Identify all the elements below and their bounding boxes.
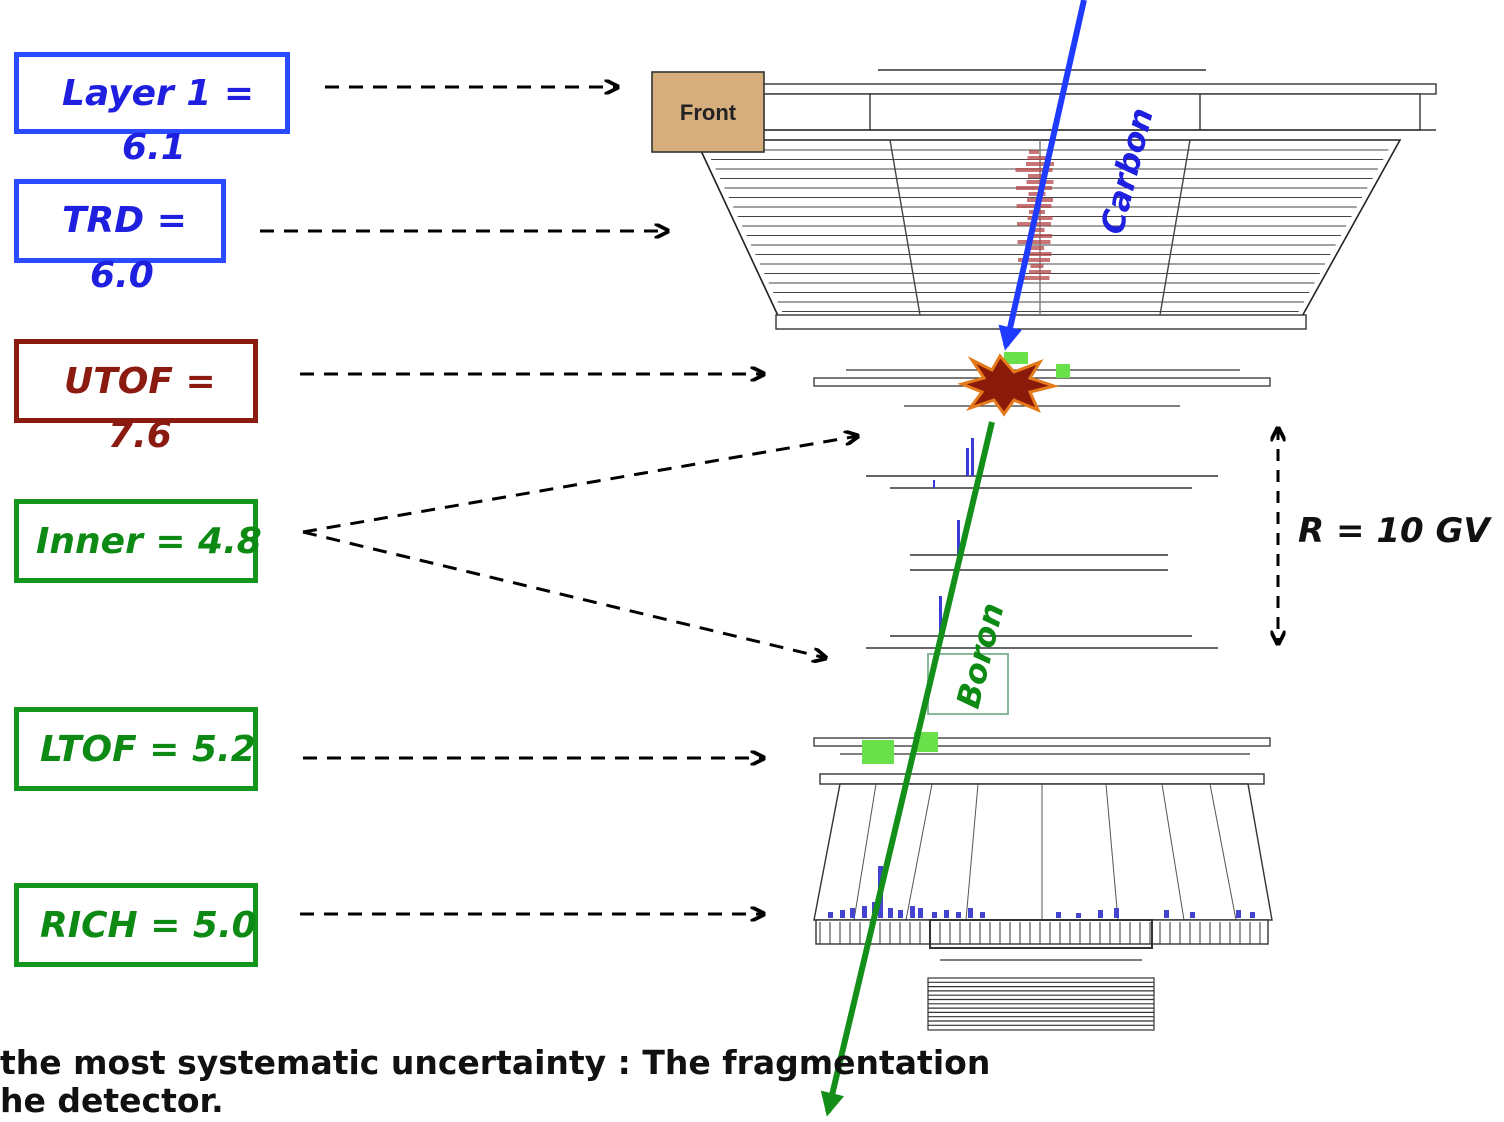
inner-arrow-upper — [302, 436, 858, 534]
inner-label: Inner = 4.8 — [36, 521, 262, 562]
trd-hit — [1018, 258, 1050, 262]
inner-arrow-lower — [302, 530, 826, 658]
rich-hit — [968, 908, 973, 918]
trd-hit — [1027, 216, 1053, 220]
inner-box — [14, 499, 258, 583]
layer1-label-line1: Layer 1 = — [62, 73, 255, 114]
trd-hit — [1029, 228, 1045, 232]
trd-label-line1: TRD = — [62, 200, 187, 241]
rigidity-label: R = 10 GV — [1298, 511, 1492, 551]
ltof-label: LTOF = 5.2 — [40, 729, 256, 770]
tracker-hits — [933, 438, 974, 636]
trd-hit — [1030, 264, 1044, 268]
carbon-track — [998, 0, 1087, 351]
trd-hit — [1015, 168, 1053, 172]
front-label: Front — [680, 100, 737, 125]
trd-hit — [1028, 174, 1046, 178]
trd-hit — [1016, 204, 1052, 208]
trd-hit — [1030, 246, 1044, 250]
caption-line1: the most systematic uncertainty : The fr… — [0, 1043, 991, 1082]
trd-hit — [1018, 276, 1050, 280]
rich-hit — [888, 908, 893, 918]
trd-detector — [661, 69, 1437, 330]
rich-hit — [932, 912, 937, 918]
trd-hit — [1028, 252, 1052, 256]
rich-detector — [813, 773, 1273, 949]
rich-hit — [910, 906, 915, 918]
front-box: Front — [651, 71, 765, 153]
trd-hit — [1028, 192, 1046, 196]
caption-line2: he detector. — [0, 1081, 224, 1120]
lower-tof — [813, 732, 1271, 764]
trd-hit — [1029, 270, 1051, 274]
pointer-arrows — [260, 87, 858, 914]
rich-hit — [1164, 910, 1169, 918]
trd-hit — [1026, 162, 1054, 166]
boron-label: Boron — [949, 599, 1012, 712]
utof-label-line1: UTOF = — [64, 361, 216, 402]
rich-hit — [944, 910, 949, 918]
rich-hit-histogram — [828, 866, 1255, 918]
rich-hit — [1056, 912, 1061, 918]
trd-hit — [1029, 150, 1039, 154]
interaction-star — [957, 353, 1060, 417]
rich-box — [14, 883, 258, 967]
rich-hit — [898, 910, 903, 918]
trd-label-line2: 6.0 — [90, 255, 154, 296]
inner-tracker — [866, 475, 1218, 649]
rich-hit — [1098, 910, 1103, 918]
layer1-label-line2: 6.1 — [122, 127, 186, 168]
rich-hit — [956, 912, 961, 918]
rich-hit — [828, 912, 833, 918]
rich-hit — [1250, 912, 1255, 918]
ecal — [927, 959, 1155, 1031]
trd-hit — [1016, 186, 1052, 190]
rich-hit — [862, 906, 867, 918]
rich-hit — [1114, 908, 1119, 918]
ltof-box — [14, 707, 258, 791]
rich-hit — [918, 908, 923, 918]
rich-hit — [840, 910, 845, 918]
utof-box — [14, 339, 258, 423]
layer1-box — [14, 52, 290, 134]
trd-hit — [1017, 240, 1051, 244]
trd-box — [14, 179, 226, 263]
rich-hit — [1076, 913, 1081, 918]
rich-label: RICH = 5.0 — [40, 905, 257, 946]
rich-hit — [850, 908, 855, 918]
trd-hit — [1028, 234, 1052, 238]
rich-hit — [1236, 910, 1241, 918]
rich-hit — [980, 912, 985, 918]
trd-hit — [1027, 156, 1047, 160]
boron-track — [820, 421, 995, 1117]
rich-hit — [1190, 912, 1195, 918]
utof-label-line2: 7.6 — [108, 415, 172, 456]
